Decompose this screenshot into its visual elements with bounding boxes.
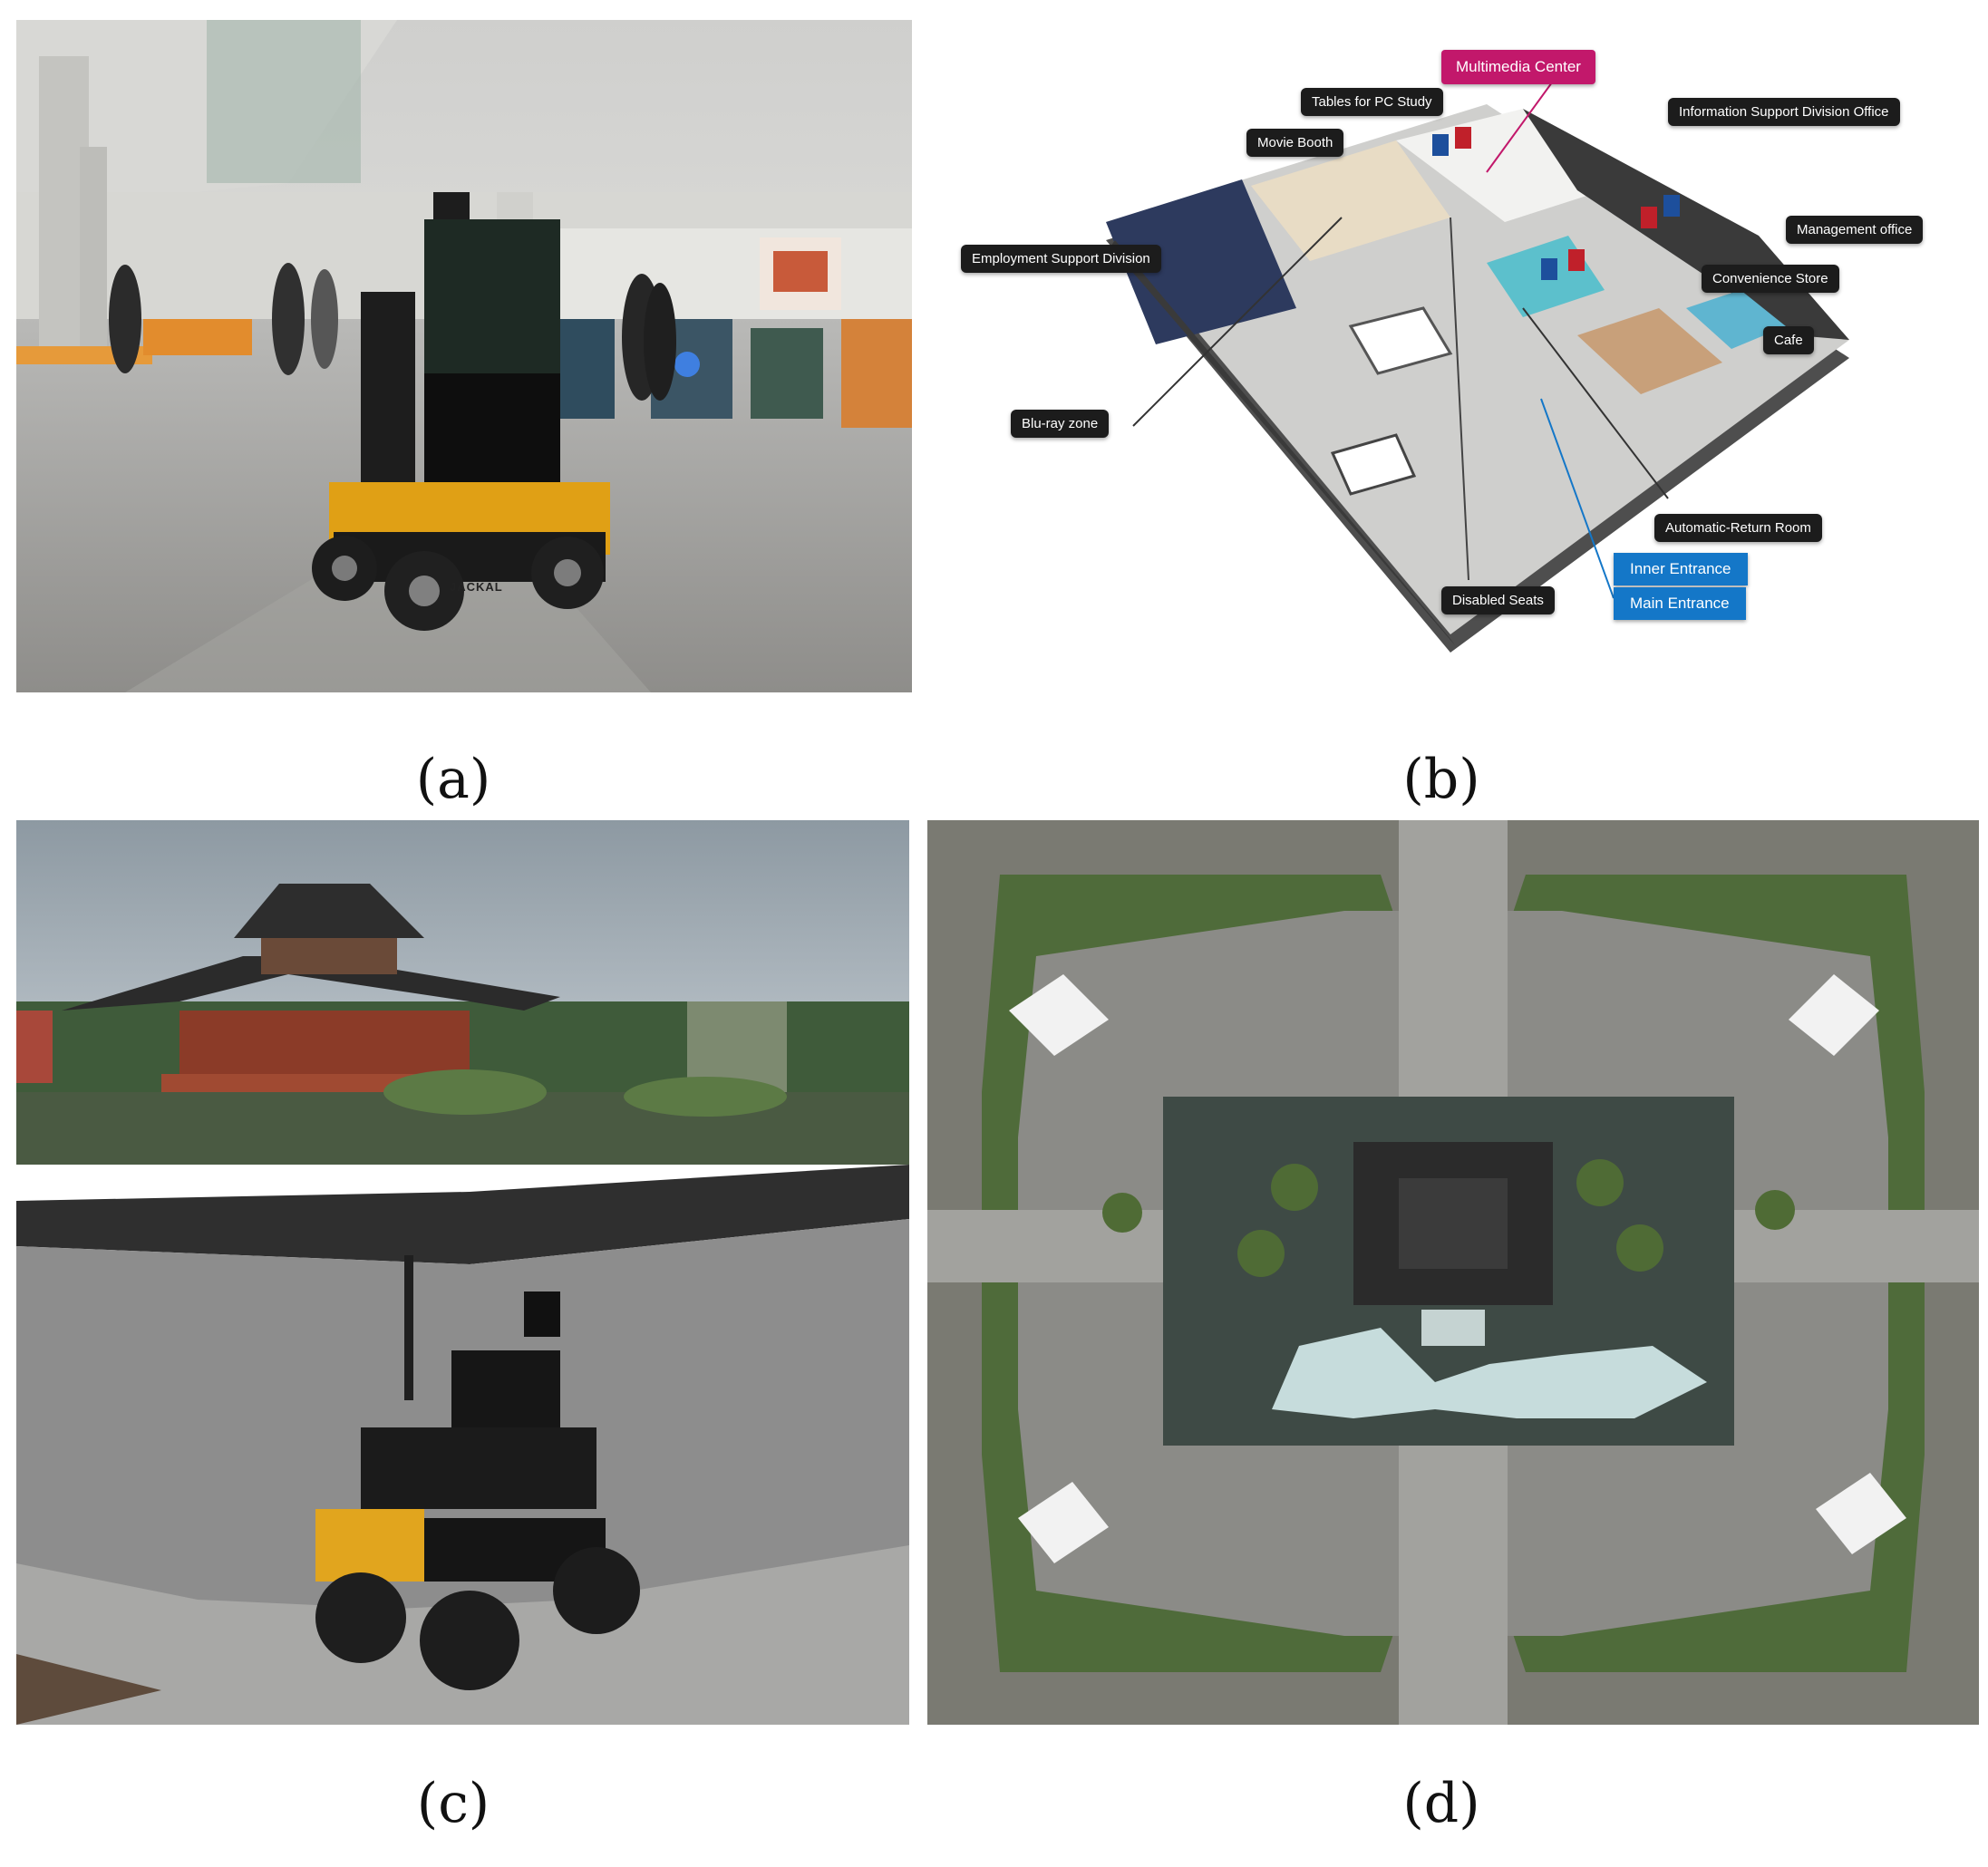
caption-a: (a) [415, 748, 491, 811]
floor-plan-map: Multimedia Center Tables for PC Study In… [943, 36, 1988, 671]
label-employment-support: Employment Support Division [961, 245, 1161, 273]
label-disabled-seats: Disabled Seats [1441, 586, 1555, 614]
label-multimedia-center: Multimedia Center [1441, 50, 1595, 84]
caption-d: (d) [1402, 1772, 1480, 1835]
label-cafe: Cafe [1763, 326, 1814, 354]
photo-aerial-pavilion [927, 820, 1979, 1725]
label-bluray-zone: Blu-ray zone [1011, 410, 1110, 438]
caption-b: (b) [1402, 748, 1480, 811]
photo-outdoor-pavilion-robot [16, 820, 909, 1725]
label-main-entrance: Main Entrance [1614, 587, 1746, 620]
caption-c: (c) [416, 1772, 490, 1835]
label-movie-booth: Movie Booth [1246, 129, 1344, 157]
label-info-support-office: Information Support Division Office [1668, 98, 1900, 126]
robot-badge-label: JACKAL [450, 580, 503, 594]
label-tables-pc-study: Tables for PC Study [1301, 88, 1443, 116]
photo-indoor-lobby-robot: JACKAL [16, 20, 912, 692]
label-auto-return-room: Automatic-Return Room [1654, 514, 1822, 542]
label-convenience-store: Convenience Store [1702, 265, 1839, 293]
label-management-office: Management office [1786, 216, 1924, 244]
label-inner-entrance: Inner Entrance [1614, 553, 1748, 585]
